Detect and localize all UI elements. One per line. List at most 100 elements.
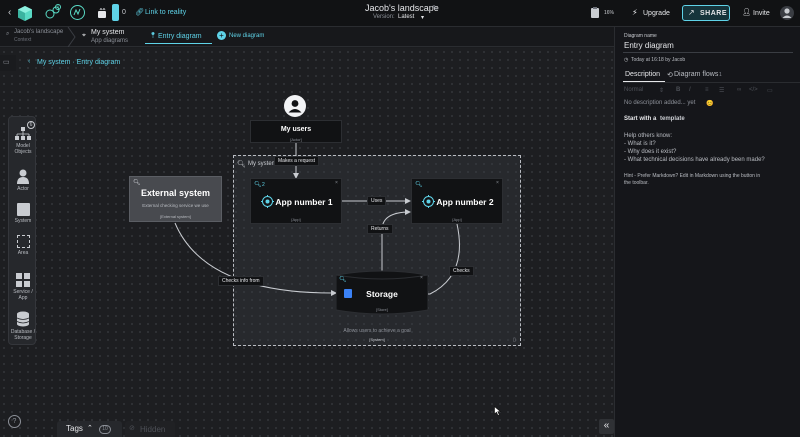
coffee-icon[interactable]: [97, 6, 109, 19]
tool-service-app[interactable]: Service / App: [9, 273, 37, 301]
storage-zoom-icon[interactable]: 🔍︎: [339, 277, 347, 283]
camera-icon[interactable]: ▭: [3, 59, 10, 66]
app1-close-icon[interactable]: ×: [335, 180, 338, 186]
bold-icon[interactable]: B: [676, 87, 681, 93]
code-icon[interactable]: </>: [749, 87, 758, 93]
hidden-label: Hidden: [140, 425, 166, 434]
lightning-icon: ⚡︎: [632, 8, 638, 17]
edge-label-uses[interactable]: Uses: [367, 196, 387, 206]
format-chevron-icon[interactable]: ⇕: [659, 88, 665, 94]
camera-rail: ▭: [0, 55, 16, 71]
ordered-list-icon[interactable]: ≡: [705, 87, 709, 93]
tool-system[interactable]: System: [9, 203, 37, 224]
diagram-name-label: Diagram name: [624, 33, 657, 39]
edge-label-makes-request[interactable]: Makes a request: [274, 156, 319, 166]
group-doc-icon[interactable]: ▯: [513, 337, 516, 343]
plus-icon[interactable]: +: [217, 31, 226, 40]
top-bar: ‹ 0 0 🔗︎ Link to reality Jacob's landsca…: [0, 0, 800, 27]
area-icon: [16, 235, 30, 248]
tags-label: Tags: [66, 424, 83, 433]
app2-zoom-icon[interactable]: 🔍︎: [415, 182, 423, 188]
share-button[interactable]: ↗ SHARE: [682, 5, 730, 21]
clipboard-icon[interactable]: [590, 6, 600, 19]
app-logo-icon[interactable]: [17, 5, 33, 22]
edit-pencil-icon[interactable]: ✎: [432, 5, 438, 12]
tool-database-storage[interactable]: Database / Storage: [9, 311, 37, 341]
avatar[interactable]: [780, 6, 794, 20]
help-button[interactable]: ?: [8, 415, 21, 428]
storage-close-icon[interactable]: ×: [420, 275, 423, 281]
object-toolbar: 6 Model Objects Actor System Area: [8, 116, 36, 345]
tool-area[interactable]: Area: [9, 235, 37, 256]
group-zoom-icon[interactable]: 🔍︎: [237, 161, 246, 168]
template-link[interactable]: template: [660, 116, 685, 122]
collapse-panel-icon[interactable]: «: [599, 419, 614, 434]
app2-close-icon[interactable]: ×: [496, 180, 499, 186]
storage-db-icon: [344, 289, 352, 298]
new-diagram-button[interactable]: New diagram: [229, 33, 265, 39]
back-chevron-icon[interactable]: ‹: [8, 7, 12, 18]
external-zoom-icon[interactable]: 🔍︎: [133, 180, 141, 186]
diagram-canvas[interactable]: [0, 48, 614, 437]
add-user-icon[interactable]: 👤︎: [742, 9, 751, 16]
node-app2-tag: [App]: [452, 217, 462, 222]
activity-icon[interactable]: [70, 5, 85, 20]
model-objects-badge: 6: [27, 121, 35, 129]
hint-line-2: the toolbar.: [624, 180, 649, 186]
smile-icon: 😊: [706, 101, 714, 107]
database-icon: [16, 311, 30, 327]
node-app-number-2[interactable]: 🔍︎ × App number 2 [App]: [411, 178, 503, 224]
link-to-reality-button[interactable]: Link to reality: [145, 9, 187, 16]
tabs-divider: [623, 82, 800, 83]
hidden-bar[interactable]: ⊘ Hidden: [125, 421, 175, 437]
diagram-name-input[interactable]: Entry diagram: [623, 40, 793, 53]
storage-cylinder-shape: [336, 270, 428, 315]
help-title: Help others know:: [624, 133, 673, 139]
edge-label-checks[interactable]: Checks: [449, 266, 474, 276]
node-storage[interactable]: 🔍︎ × Storage [Store]: [336, 270, 428, 315]
tags-bar[interactable]: Tags ⌃ 10: [57, 421, 122, 437]
back-crumb-chevron-icon[interactable]: ‹: [28, 58, 31, 65]
tab-entry-diagram[interactable]: 📍︎ Entry diagram: [145, 29, 212, 44]
bullet-list-icon[interactable]: ☰: [719, 88, 725, 94]
landscape-title[interactable]: Jacob's landscape: [365, 3, 439, 13]
link-icon[interactable]: 🔗︎: [135, 9, 144, 16]
node-app-number-1[interactable]: 🔍︎ 2 × App number 1 [App]: [250, 178, 342, 224]
app1-zoom-icon[interactable]: 🔍︎: [254, 182, 262, 188]
group-tag: [System]: [369, 337, 385, 342]
help-line-2: - Why does it exist?: [624, 149, 677, 155]
search-icon[interactable]: ⌕: [6, 31, 10, 37]
chevron-down-icon[interactable]: ▾: [421, 15, 425, 21]
version-select[interactable]: Latest: [398, 14, 415, 20]
tool-actor[interactable]: Actor: [9, 169, 37, 192]
italic-icon[interactable]: I: [689, 87, 691, 93]
tool-label-service-app: Service / App: [13, 289, 33, 301]
edge-label-checks-info[interactable]: Checks info from: [218, 276, 264, 286]
system-crumb[interactable]: My system: [91, 29, 125, 36]
link-format-icon[interactable]: ∞: [737, 87, 742, 93]
tab-diagram-flows[interactable]: ⟲ Diagram flows 1: [667, 69, 727, 82]
edge-label-returns[interactable]: Returns: [367, 224, 393, 234]
tab-diagram-flows-label: Diagram flows: [674, 71, 719, 78]
markdown-icon[interactable]: ▭: [767, 88, 773, 94]
node-my-users[interactable]: My users [Actor]: [250, 120, 342, 143]
tool-model-objects[interactable]: Model Objects: [9, 127, 37, 155]
tab-entry-diagram-label: Entry diagram: [158, 33, 202, 40]
chevron-up-icon[interactable]: ⌃: [87, 425, 93, 432]
hidden-eye-icon: ⊘: [129, 425, 135, 432]
landscape-crumb[interactable]: Jacob's landscape: [14, 29, 64, 35]
node-app2-title: App number 2: [436, 197, 494, 207]
invite-button[interactable]: Invite: [753, 10, 770, 17]
tab-description[interactable]: Description: [623, 69, 665, 82]
upgrade-button[interactable]: Upgrade: [643, 10, 670, 17]
actor-avatar-icon[interactable]: [284, 95, 306, 117]
counter-value: 0: [122, 9, 126, 16]
app1-gear-icon: [261, 195, 274, 208]
notifications-badge: 0: [55, 4, 61, 10]
format-select[interactable]: Normal: [624, 87, 644, 93]
share-icon: ↗: [688, 8, 695, 17]
diagram-breadcrumb[interactable]: My system · Entry diagram: [37, 59, 121, 66]
landscape-crumb-sub: Context: [14, 37, 32, 43]
node-external-system[interactable]: 🔍︎ External system External checking ser…: [129, 176, 222, 222]
